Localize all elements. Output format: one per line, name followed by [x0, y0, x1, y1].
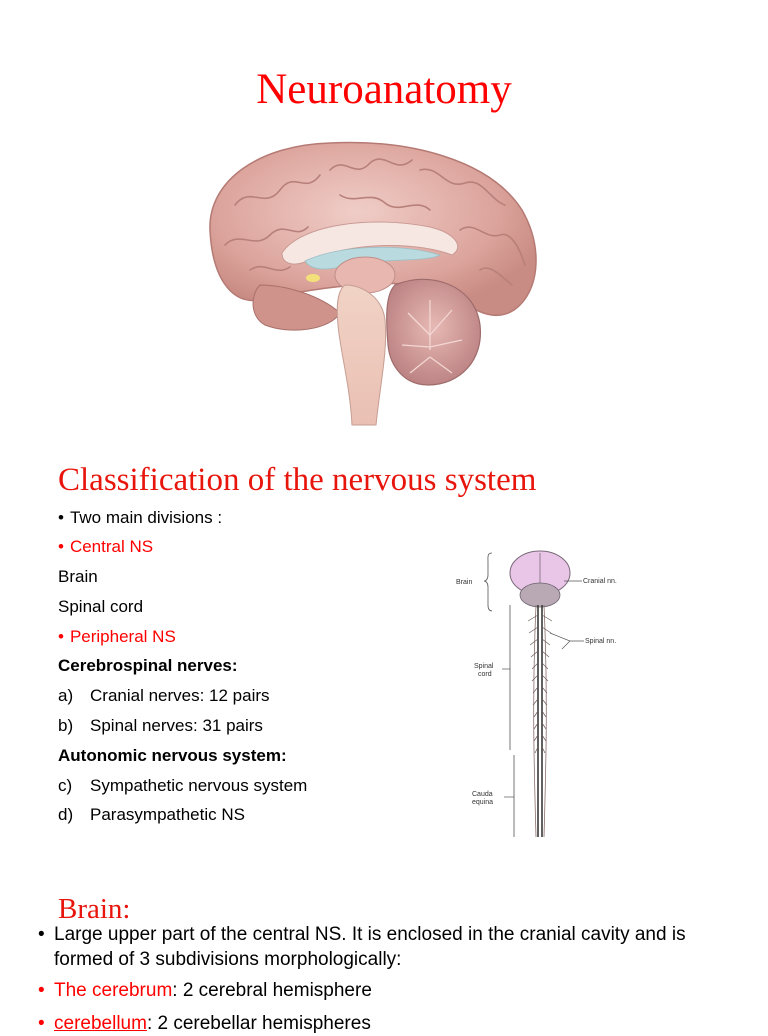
- page-title: Neuroanatomy: [256, 66, 512, 113]
- list-item: a) Cranial nerves: 12 pairs: [58, 685, 270, 707]
- cerebrum-description: : 2 cerebral hemisphere: [172, 980, 372, 1001]
- central-item-brain: Brain: [58, 567, 98, 586]
- brain-intro-bullet: • Large upper part of the central NS. It…: [38, 922, 738, 972]
- item-text: Sympathetic nervous system: [90, 776, 308, 795]
- central-ns-bullet: Central NS: [58, 536, 153, 558]
- classification-heading: Classification of the nervous system: [58, 462, 537, 498]
- label-cranial-nerves: Cranial nn.: [583, 578, 617, 585]
- label-spinal-cord-2: cord: [478, 671, 492, 678]
- autonomic-heading: Autonomic nervous system:: [58, 746, 287, 765]
- brain-sagittal-illustration: [209, 141, 537, 426]
- cerebrospinal-heading: Cerebrospinal nerves:: [58, 656, 238, 675]
- item-text: Parasympathetic NS: [90, 805, 245, 824]
- central-item-spinal-cord: Spinal cord: [58, 597, 144, 616]
- cns-diagram: Brain Cranial nn. Spinal nn. Spinal cord…: [456, 550, 617, 838]
- spinal-nerve-rootlets: [527, 614, 553, 754]
- cerebellum-shape: [386, 278, 482, 386]
- item-marker: a): [58, 686, 74, 705]
- brain-section-heading: Brain:: [58, 893, 131, 925]
- gyri-lines: [224, 158, 526, 286]
- peripheral-ns-label: Peripheral NS: [69, 627, 176, 646]
- item-marker: b): [58, 716, 74, 735]
- label-cauda-equina-1: Cauda: [472, 791, 493, 798]
- list-item: c) Sympathetic nervous system: [58, 775, 307, 797]
- item-marker: d): [58, 805, 74, 824]
- two-divisions-bullet: Two main divisions :: [58, 507, 222, 529]
- bullet-dot: •: [38, 924, 45, 945]
- term-cerebrum: The cerebrum: [54, 980, 173, 1001]
- two-divisions-text: Two main divisions :: [69, 508, 223, 527]
- bullet-dot: •: [38, 980, 45, 1001]
- temporal-lobe: [252, 284, 341, 331]
- brainstem: [336, 284, 387, 426]
- item-text: Cranial nerves: 12 pairs: [90, 686, 270, 705]
- item-marker: c): [58, 776, 73, 795]
- peripheral-ns-bullet: Peripheral NS: [58, 626, 176, 648]
- brain-item-cerebrum: • The cerebrum: 2 cerebral hemisphere: [38, 978, 738, 1003]
- item-text: Spinal nerves: 31 pairs: [90, 716, 263, 735]
- label-cauda-equina-2: equina: [472, 799, 493, 806]
- list-item: d) Parasympathetic NS: [58, 804, 245, 826]
- arbor-vitae: [401, 300, 463, 374]
- list-item: b) Spinal nerves: 31 pairs: [58, 715, 263, 737]
- label-spinal-nerves: Spinal nn.: [585, 638, 616, 645]
- brain-intro-text: Large upper part of the central NS. It i…: [54, 924, 686, 970]
- label-brain: Brain: [456, 579, 472, 586]
- central-ns-label: Central NS: [69, 537, 154, 556]
- label-spinal-cord-1: Spinal: [474, 663, 494, 670]
